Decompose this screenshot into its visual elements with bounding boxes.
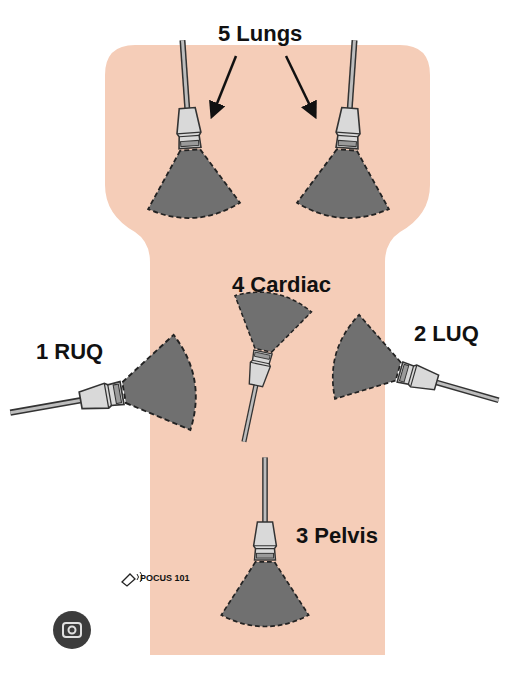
region-label: 5 Lungs (218, 22, 302, 46)
lens-badge (53, 611, 91, 649)
cardiac-probe (206, 286, 314, 450)
watermark: POCUS 101 (140, 574, 190, 584)
luq-probe (324, 312, 511, 443)
lung-probe-right (296, 37, 400, 221)
region-label: 4 Cardiac (232, 273, 331, 297)
ruq-probe (2, 333, 203, 461)
region-label: 3 Pelvis (296, 524, 378, 548)
leader-arrow (212, 56, 236, 116)
region-label: 2 LUQ (414, 322, 479, 346)
watermark-icon (122, 572, 142, 586)
lung-probe-left (137, 37, 241, 221)
pelvis-probe (221, 457, 308, 626)
region-label: 1 RUQ (36, 340, 103, 364)
leader-arrow (286, 56, 315, 116)
